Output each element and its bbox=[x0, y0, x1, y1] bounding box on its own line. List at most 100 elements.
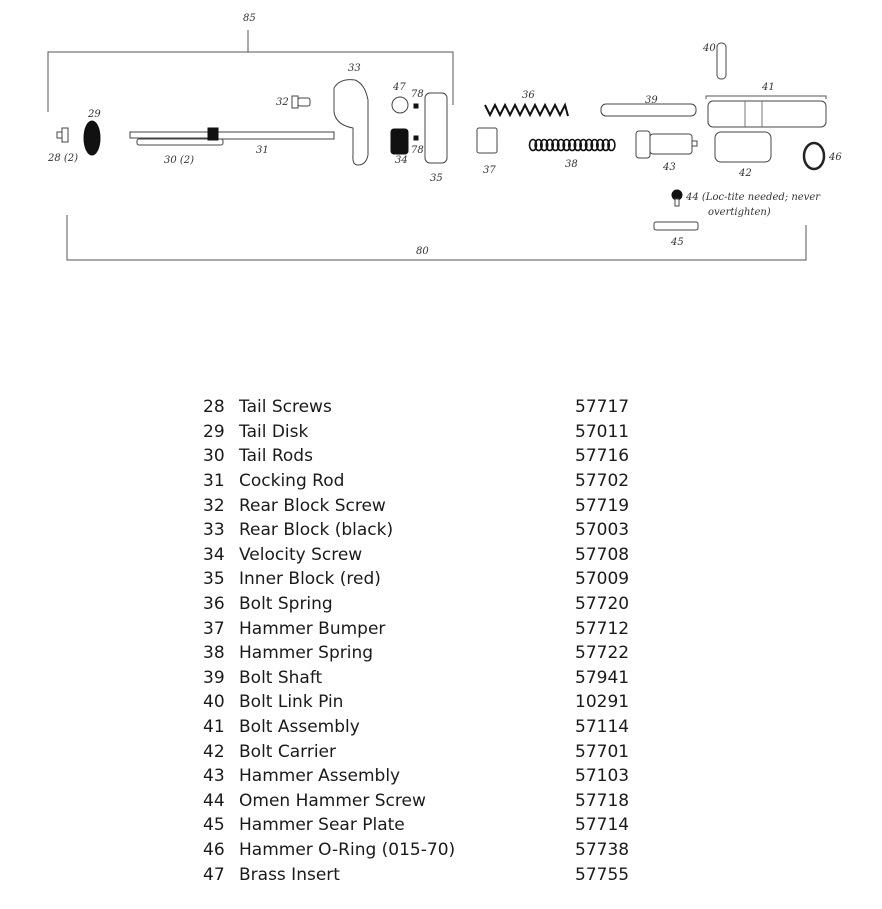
part-number-index: 33 bbox=[203, 520, 225, 541]
brass-insert-part bbox=[391, 96, 409, 114]
callout-37: 37 bbox=[483, 165, 496, 176]
spring-coil bbox=[539, 138, 549, 152]
part-name: Bolt Carrier bbox=[239, 741, 336, 762]
bolt-shaft-part bbox=[600, 103, 697, 117]
part-catalog-number: 57720 bbox=[575, 594, 630, 615]
part-name: Bolt Spring bbox=[239, 594, 333, 615]
part-number-index: 39 bbox=[203, 667, 225, 688]
callout-29: 29 bbox=[87, 109, 101, 120]
part-name: Hammer Spring bbox=[239, 643, 374, 664]
part-number-index: 40 bbox=[203, 692, 225, 713]
bracket-80 bbox=[66, 215, 807, 261]
part-name: Omen Hammer Screw bbox=[239, 790, 426, 811]
part-number-index: 44 bbox=[203, 790, 225, 811]
bolt-link-pin-part bbox=[716, 42, 727, 80]
spring-coil bbox=[573, 138, 583, 152]
part-name: Rear Block Screw bbox=[239, 495, 386, 516]
callout-34: 34 bbox=[395, 155, 408, 166]
part-name: Bolt Shaft bbox=[239, 667, 323, 688]
part-catalog-number: 57103 bbox=[575, 766, 630, 787]
part-catalog-number: 10291 bbox=[575, 692, 630, 713]
callout-80: 80 bbox=[416, 246, 429, 257]
part-catalog-number: 57701 bbox=[575, 741, 630, 762]
spring-coil bbox=[607, 138, 616, 152]
hammer-o-ring-part bbox=[802, 141, 826, 171]
part-catalog-number: 57708 bbox=[575, 544, 630, 565]
tail-disk-part bbox=[83, 120, 101, 156]
velocity-screw-part bbox=[390, 128, 409, 155]
exploded-parts-diagram: 85 80 28 (2) 29 30 (2) 31 32 33 47 78 78… bbox=[47, 13, 842, 261]
inner-block-part bbox=[424, 92, 448, 164]
part-name: Hammer O-Ring (015-70) bbox=[239, 839, 456, 860]
part-name: Hammer Sear Plate bbox=[239, 815, 405, 836]
part-name: Bolt Assembly bbox=[239, 717, 360, 738]
part-catalog-number: 57738 bbox=[575, 839, 630, 860]
callout-78-lower: 78 bbox=[411, 145, 424, 156]
parts-list-row: 46 Hammer O-Ring (015-70) 57738 bbox=[203, 838, 663, 863]
rear-block-part bbox=[333, 79, 369, 166]
hammer-spring-part bbox=[528, 138, 616, 152]
spring-coil bbox=[534, 138, 543, 152]
callout-44-note: overtighten) bbox=[708, 207, 771, 218]
part-catalog-number: 57941 bbox=[575, 667, 630, 688]
spring-coil bbox=[584, 138, 594, 152]
bolt-assembly-part bbox=[705, 95, 827, 128]
callout-33: 33 bbox=[348, 63, 361, 74]
bracket-85 bbox=[47, 30, 454, 112]
part-name: Tail Screws bbox=[239, 397, 332, 418]
bolt-carrier-part bbox=[714, 131, 772, 163]
callout-46: 46 bbox=[828, 152, 842, 163]
part-catalog-number: 57712 bbox=[575, 618, 630, 639]
callout-31: 31 bbox=[256, 145, 269, 156]
hammer-bumper-part bbox=[476, 127, 498, 154]
callout-45: 45 bbox=[670, 237, 684, 248]
part-name: Cocking Rod bbox=[239, 471, 345, 492]
callout-39: 39 bbox=[645, 95, 658, 106]
part-number-index: 30 bbox=[203, 446, 225, 467]
tail-screws-part bbox=[56, 127, 69, 143]
part-catalog-number: 57714 bbox=[575, 815, 630, 836]
hammer-assembly-part bbox=[635, 130, 698, 159]
part-name: Bolt Link Pin bbox=[239, 692, 344, 713]
part-number-index: 46 bbox=[203, 839, 225, 860]
spring-coil bbox=[551, 138, 560, 152]
omen-hammer-screw-part bbox=[671, 189, 683, 207]
spring-coil bbox=[590, 138, 599, 152]
callout-47: 47 bbox=[392, 82, 406, 93]
cocking-rod-part bbox=[207, 127, 335, 141]
spring-coil bbox=[528, 138, 538, 152]
part-catalog-number: 57011 bbox=[575, 421, 630, 442]
callout-30: 30 (2) bbox=[164, 155, 194, 166]
part-catalog-number: 57009 bbox=[575, 569, 630, 590]
parts-list-row: 42 Bolt Carrier 57701 bbox=[203, 739, 663, 764]
part-name: Tail Rods bbox=[239, 446, 313, 467]
part-catalog-number: 57722 bbox=[575, 643, 630, 664]
part-catalog-number: 57003 bbox=[575, 520, 630, 541]
spring-coil bbox=[601, 138, 611, 152]
part-number-index: 28 bbox=[203, 397, 225, 418]
spring-coil bbox=[579, 138, 588, 152]
part-catalog-number: 57717 bbox=[575, 397, 630, 418]
part-number-index: 42 bbox=[203, 741, 225, 762]
hammer-sear-plate-part bbox=[653, 221, 699, 231]
part-number-index: 29 bbox=[203, 421, 225, 442]
part-catalog-number: 57719 bbox=[575, 495, 630, 516]
spring-coil bbox=[562, 138, 571, 152]
part-number-index: 34 bbox=[203, 544, 225, 565]
callout-38: 38 bbox=[565, 159, 578, 170]
spring-coil bbox=[595, 138, 605, 152]
callout-42: 42 bbox=[738, 168, 752, 179]
callout-32: 32 bbox=[276, 97, 289, 108]
spring-coil bbox=[556, 138, 566, 152]
